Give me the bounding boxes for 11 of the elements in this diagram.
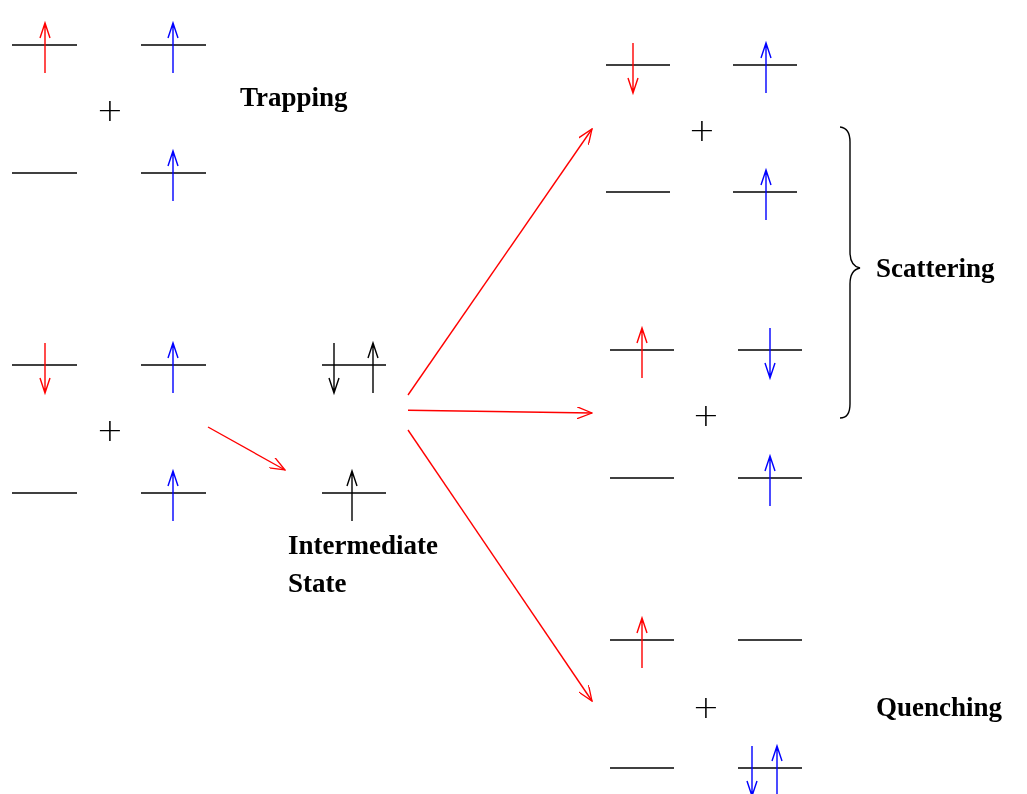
arrow: [407, 406, 593, 420]
arrow: [407, 128, 593, 396]
arrow: [207, 426, 286, 471]
process-label: Trapping: [240, 81, 348, 114]
process-label: Scattering: [876, 252, 995, 285]
plus-sign: +: [692, 399, 720, 431]
arrow: [407, 429, 593, 702]
process-label: Quenching: [876, 691, 1003, 724]
plus-sign: +: [692, 691, 720, 723]
state-label: Intermediate State: [288, 529, 439, 600]
plus-sign: +: [688, 114, 716, 146]
